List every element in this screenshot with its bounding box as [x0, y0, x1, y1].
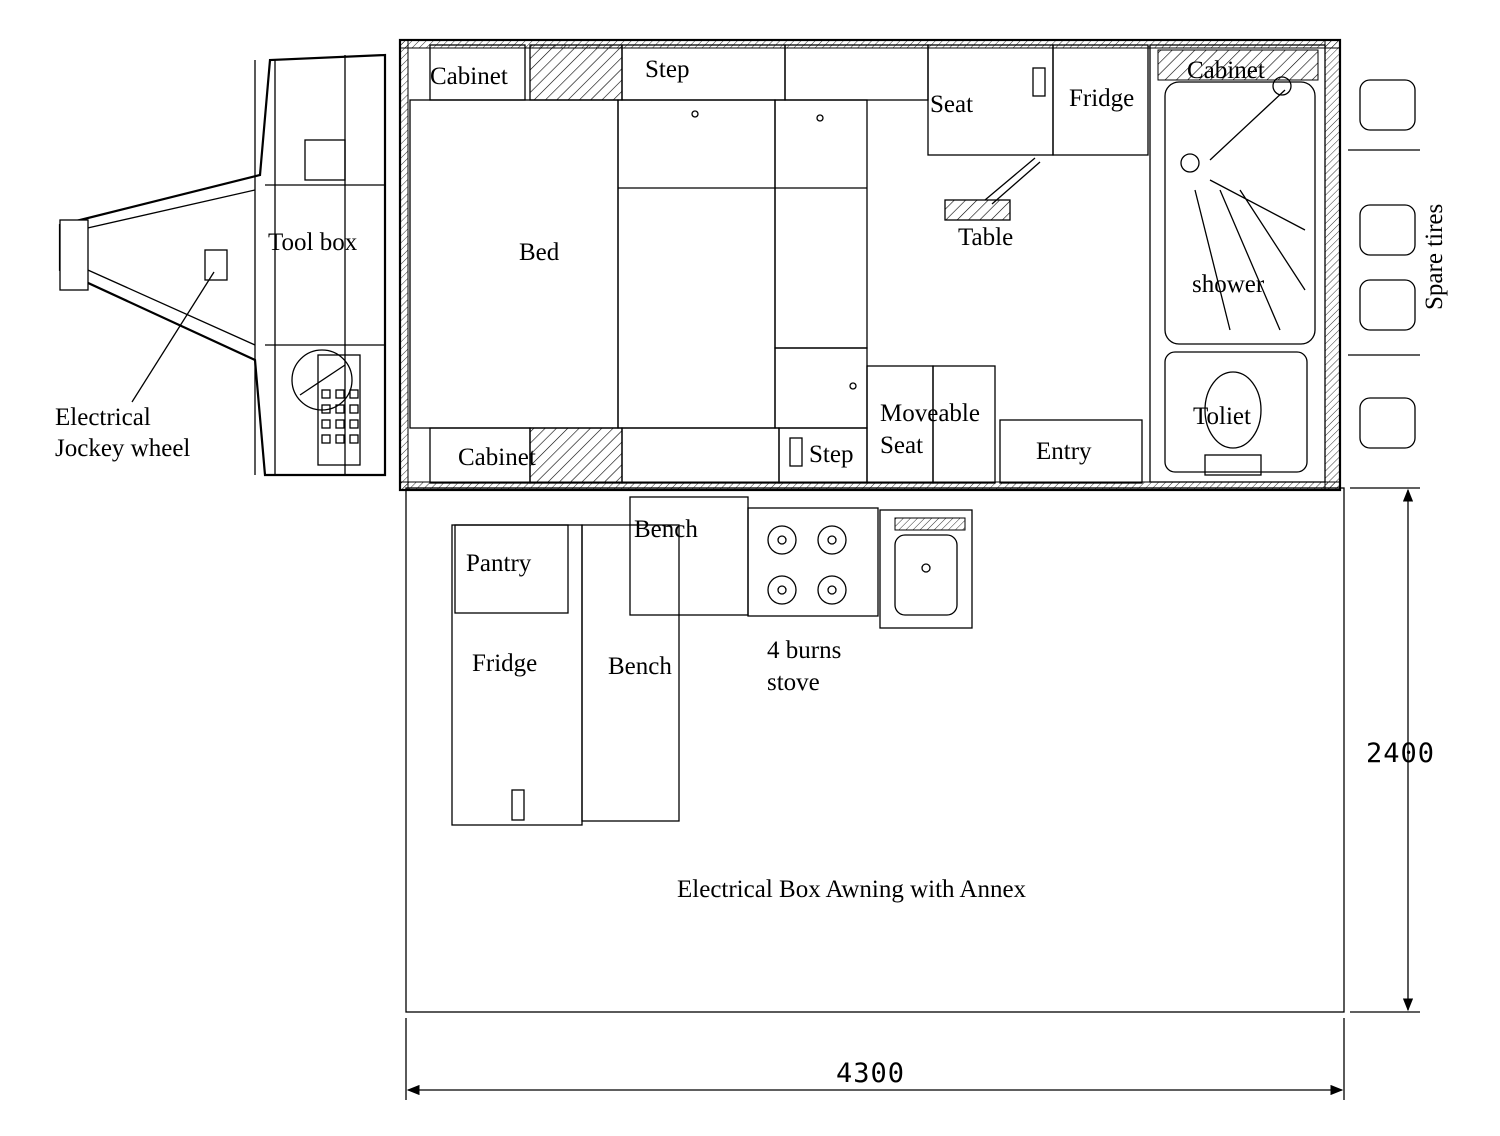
label-jockey-line2: Jockey wheel	[55, 435, 190, 462]
label-table: Table	[958, 224, 1013, 251]
label-moveable-seat-line2: Seat	[880, 432, 923, 459]
label-tool-box: Tool box	[268, 229, 358, 256]
label-cabinet-top-right: Cabinet	[1187, 57, 1265, 84]
label-spare-tires: Spare tires	[1421, 204, 1448, 310]
label-step-bottom: Step	[809, 441, 853, 468]
drawbar	[58, 53, 387, 477]
outdoor-kitchen	[451, 496, 973, 826]
spare-tires	[1348, 79, 1420, 449]
dimension-lines	[405, 487, 1420, 1100]
label-cabinet-bottom-left: Cabinet	[458, 444, 536, 471]
label-awning: Electrical Box Awning with Annex	[677, 876, 1027, 903]
label-seat: Seat	[930, 91, 973, 118]
dimension-width: 4300	[836, 1058, 905, 1089]
label-step-top: Step	[645, 56, 689, 83]
label-fridge-outdoor: Fridge	[472, 650, 537, 677]
label-entry: Entry	[1036, 438, 1092, 465]
label-fridge-indoor: Fridge	[1069, 85, 1134, 112]
label-stove-line1: 4 burns	[767, 637, 841, 664]
label-stove-line2: stove	[767, 669, 820, 696]
label-bench-top: Bench	[634, 516, 698, 543]
caravan-body	[398, 38, 1342, 492]
dimension-depth: 2400	[1366, 738, 1435, 769]
label-bed: Bed	[519, 239, 560, 266]
label-moveable-seat-line1: Moveable	[880, 400, 980, 427]
label-cabinet-top-left: Cabinet	[430, 63, 508, 90]
label-toilet: Toliet	[1193, 403, 1251, 430]
label-jockey-line1: Electrical	[55, 404, 151, 431]
awning-outline	[405, 487, 1345, 1013]
label-shower: shower	[1192, 271, 1265, 298]
label-bench-outdoor: Bench	[608, 653, 672, 680]
label-pantry: Pantry	[466, 550, 532, 577]
